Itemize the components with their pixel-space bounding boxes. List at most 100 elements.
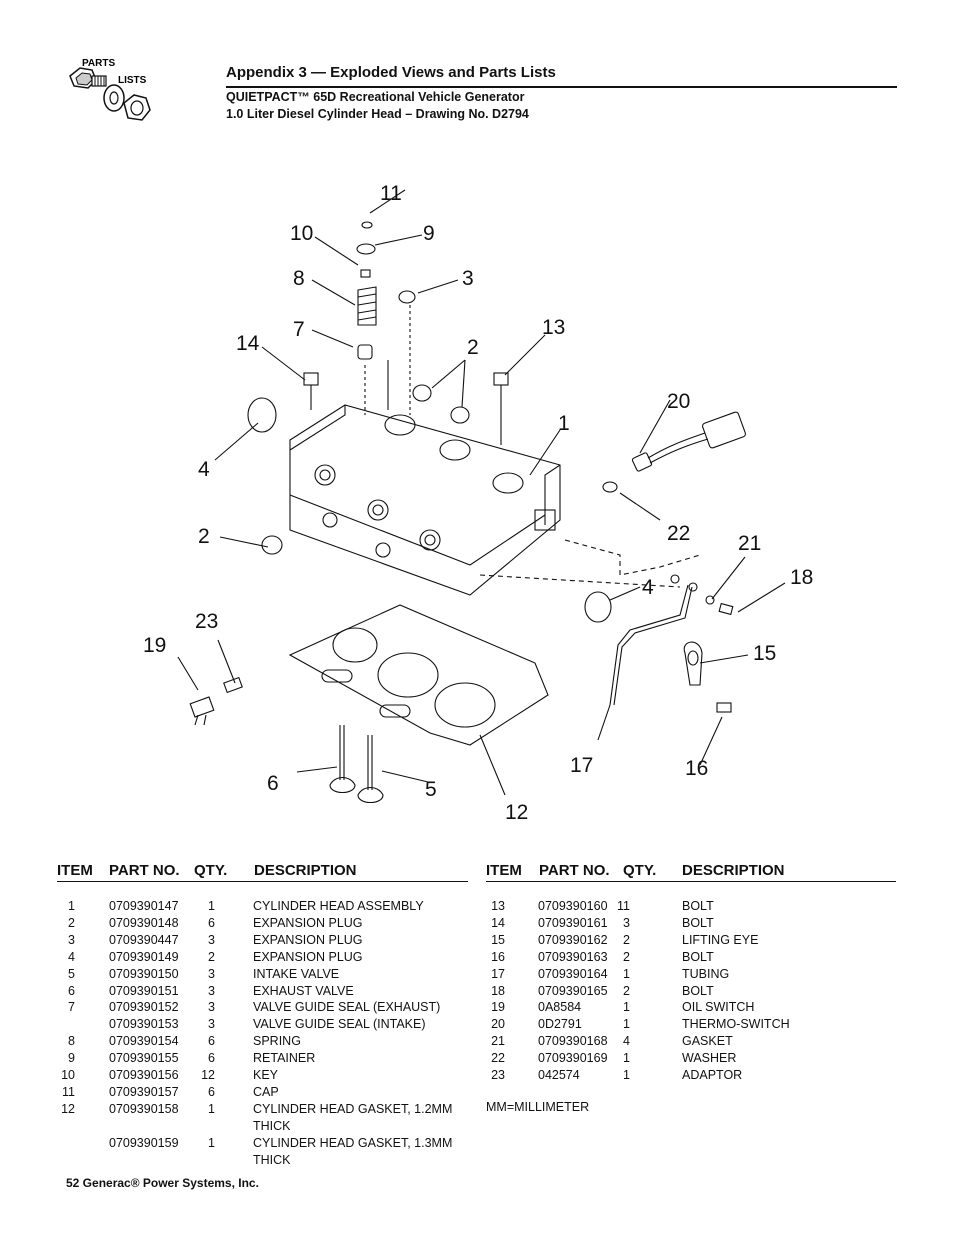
cell-qty: 1 [623, 966, 630, 981]
cell-item: 4 [68, 949, 75, 964]
cell-part: 0709390149 [109, 949, 179, 964]
callout-16: 16 [685, 757, 709, 780]
cell-qty: 6 [208, 915, 215, 930]
callout-20: 20 [667, 390, 691, 413]
callout-2-top: 2 [467, 336, 479, 359]
cell-qty: 3 [208, 932, 215, 947]
cell-qty: 3 [208, 966, 215, 981]
cell-desc: BOLT [682, 949, 714, 964]
cell-desc: CYLINDER HEAD GASKET, 1.2MM [253, 1101, 453, 1116]
cell-desc: EXPANSION PLUG [253, 932, 363, 947]
table-row: 14 0709390161 3 BOLT [486, 915, 896, 932]
exploded-view-drawing: 11 10 9 8 3 7 13 14 2 20 1 4 22 2 21 18 … [140, 175, 840, 830]
cell-part: 0709390157 [109, 1084, 179, 1099]
page-subtitle-2: 1.0 Liter Diesel Cylinder Head – Drawing… [226, 107, 529, 121]
header-description: DESCRIPTION [254, 862, 357, 879]
cell-desc: BOLT [682, 983, 714, 998]
cell-part: 0709390162 [538, 932, 608, 947]
cell-desc: TUBING [682, 966, 730, 981]
cell-item: 15 [491, 932, 505, 947]
cell-item: 20 [491, 1017, 505, 1032]
header-rule [57, 881, 468, 882]
cell-item: 9 [68, 1051, 75, 1066]
cell-part: 0709390169 [538, 1051, 608, 1066]
header-rule [486, 881, 896, 882]
header-item: ITEM [486, 862, 522, 879]
cell-part: 0709390161 [538, 915, 608, 930]
cell-qty: 6 [208, 1084, 215, 1099]
cell-part: 0709390148 [109, 915, 179, 930]
cell-part: 0709390163 [538, 949, 608, 964]
callout-17: 17 [570, 754, 594, 777]
cell-part: 0A8584 [538, 1000, 582, 1015]
cell-desc: SPRING [253, 1034, 301, 1049]
cell-qty: 1 [623, 1017, 630, 1032]
callout-18: 18 [790, 566, 814, 589]
callout-19: 19 [143, 634, 167, 657]
cell-part: 0709390154 [109, 1034, 179, 1049]
cell-desc: OIL SWITCH [682, 1000, 755, 1015]
header-rule [226, 86, 897, 88]
callout-4-left: 4 [198, 458, 210, 481]
cell-desc: CAP [253, 1084, 279, 1099]
cell-item: 22 [491, 1051, 505, 1066]
cell-part: 0709390155 [109, 1051, 179, 1066]
cell-desc: BOLT [682, 899, 714, 913]
logo-text-parts: PARTS [82, 58, 115, 69]
cell-qty: 3 [623, 915, 630, 930]
cell-part: 0709390159 [109, 1135, 179, 1150]
cell-desc: EXHAUST VALVE [253, 983, 354, 998]
cell-item: 17 [491, 966, 505, 981]
cell-item: 18 [491, 983, 505, 998]
cell-qty: 1 [623, 1051, 630, 1066]
callout-8: 8 [293, 267, 305, 290]
cell-item: 3 [68, 932, 75, 947]
cell-part: 0709390165 [538, 983, 608, 998]
parts-lists-logo: PARTS LISTS [62, 58, 162, 126]
cell-qty: 1 [623, 1000, 630, 1015]
cell-item: 14 [491, 915, 505, 930]
cell-desc: VALVE GUIDE SEAL (EXHAUST) [253, 1000, 441, 1015]
header-part-no: PART NO. [109, 862, 180, 879]
table-row: THICK [57, 1118, 468, 1135]
cell-qty: 3 [208, 1000, 215, 1015]
cell-qty: 3 [208, 1017, 215, 1032]
cell-desc: WASHER [682, 1051, 737, 1066]
callout-4-right: 4 [642, 576, 654, 599]
cell-part: 0709390151 [109, 983, 179, 998]
cell-part: 0D2791 [538, 1017, 582, 1032]
cell-qty: 12 [201, 1068, 215, 1082]
cell-desc: EXPANSION PLUG [253, 949, 363, 964]
header-qty: QTY. [194, 862, 228, 879]
table-row: THICK [57, 1152, 468, 1169]
cell-qty: 1 [623, 1068, 630, 1082]
cell-item: 10 [61, 1068, 75, 1082]
cell-qty: 2 [623, 949, 630, 964]
cell-qty: 6 [208, 1051, 215, 1066]
cell-part: 0709390447 [109, 932, 179, 947]
cell-qty: 1 [208, 899, 215, 913]
cell-desc: THICK [253, 1152, 291, 1167]
cell-desc: KEY [253, 1068, 279, 1082]
cell-desc: BOLT [682, 915, 714, 930]
cell-desc: VALVE GUIDE SEAL (INTAKE) [253, 1017, 426, 1032]
logo-text-lists: LISTS [118, 75, 147, 86]
header-description: DESCRIPTION [682, 862, 785, 879]
cell-qty: 11 [617, 899, 630, 913]
callout-12: 12 [505, 801, 529, 824]
cell-item: 11 [62, 1084, 75, 1099]
cell-part: 0709390168 [538, 1034, 608, 1049]
